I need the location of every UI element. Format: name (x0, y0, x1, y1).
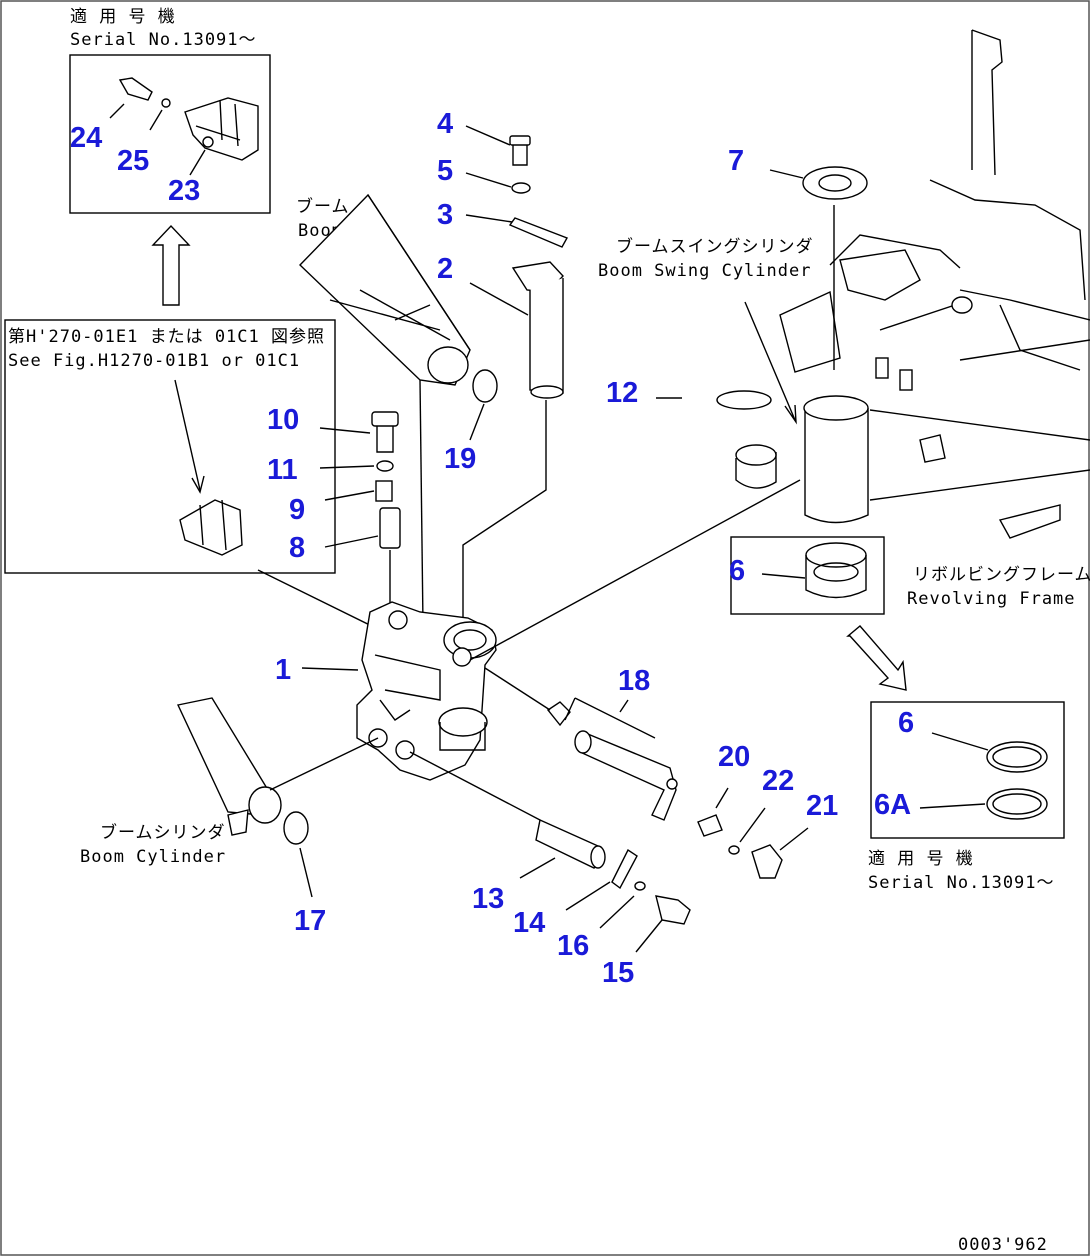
callout-22: 22 (762, 765, 794, 797)
revolving-frame: ブームスイングシリンダ Boom Swing Cylinder 7 12 (598, 29, 1090, 539)
pin-2-stack: 4 5 3 2 (437, 108, 569, 625)
callout-12: 12 (606, 377, 638, 409)
callout-6-inset: 6 (898, 707, 914, 739)
pin-8-stack: 10 11 9 8 (267, 404, 401, 606)
assembly-line (469, 479, 801, 661)
callout-11: 11 (267, 454, 298, 486)
swing-bracket-1: 1 (275, 601, 497, 781)
callout-19: 19 (444, 443, 476, 475)
callout-15: 15 (602, 957, 634, 989)
callout-6: 6 (729, 555, 745, 587)
inset-br-jp: 適 用 号 機 (868, 849, 974, 869)
boom-swing-jp: ブームスイングシリンダ (616, 236, 814, 257)
callout-5: 5 (437, 155, 453, 187)
callout-24: 24 (70, 122, 102, 154)
callout-21: 21 (806, 790, 838, 822)
callout-23: 23 (168, 175, 200, 207)
pin-13-group: 13 14 16 15 (409, 751, 691, 989)
boom-jp: ブーム (296, 196, 350, 217)
down-right-arrow (846, 625, 907, 691)
washer-19 (472, 369, 498, 403)
callout-13: 13 (472, 883, 504, 915)
callout-6a: 6A (874, 789, 911, 821)
boom-cyl-jp: ブームシリンダ (100, 822, 226, 843)
callout-18: 18 (618, 665, 650, 697)
inset-serial-top: 適 用 号 機 Serial No.13091～ 24 25 23 (69, 7, 271, 214)
inset-top-serial: Serial No.13091～ (70, 30, 257, 50)
callout-10: 10 (267, 404, 299, 436)
ref-en: See Fig.H1270-01B1 or 01C1 (8, 351, 300, 371)
callout-20: 20 (718, 741, 750, 773)
up-arrow (151, 224, 191, 306)
callout-9: 9 (289, 494, 305, 526)
callout-14: 14 (513, 907, 545, 939)
bushing-6-box: 6 (729, 536, 885, 615)
ref-jp: 第H'270-01E1 または 01C1 図参照 (8, 327, 325, 347)
callout-17: 17 (294, 905, 326, 937)
callout-2: 2 (437, 253, 453, 285)
callout-4: 4 (437, 108, 453, 140)
inset-br-serial: Serial No.13091～ (868, 873, 1055, 893)
callout-16: 16 (557, 930, 589, 962)
revolving-jp: リボルビングフレーム (913, 565, 1090, 585)
inset-serial-bottom: 6 6A 適 用 号 機 Serial No.13091～ (868, 701, 1065, 893)
callout-25: 25 (117, 145, 149, 177)
callout-1: 1 (275, 654, 291, 686)
boom-part: ブーム Boom (296, 193, 471, 626)
boom-swing-en: Boom Swing Cylinder (598, 261, 811, 281)
callout-3: 3 (437, 199, 453, 231)
revolving-en: Revolving Frame (907, 589, 1076, 609)
pin-18-group: 18 20 22 21 (484, 665, 838, 879)
boom-cyl-en: Boom Cylinder (80, 847, 226, 867)
drawing-number: 0003'962 (958, 1235, 1048, 1255)
callout-8: 8 (289, 532, 305, 564)
inset-top-jp: 適 用 号 機 (70, 7, 176, 27)
reference-box: 第H'270-01E1 または 01C1 図参照 See Fig.H1270-0… (4, 319, 391, 636)
callout-7: 7 (728, 145, 744, 177)
boom-cylinder: ブームシリンダ Boom Cylinder 17 (80, 697, 379, 937)
